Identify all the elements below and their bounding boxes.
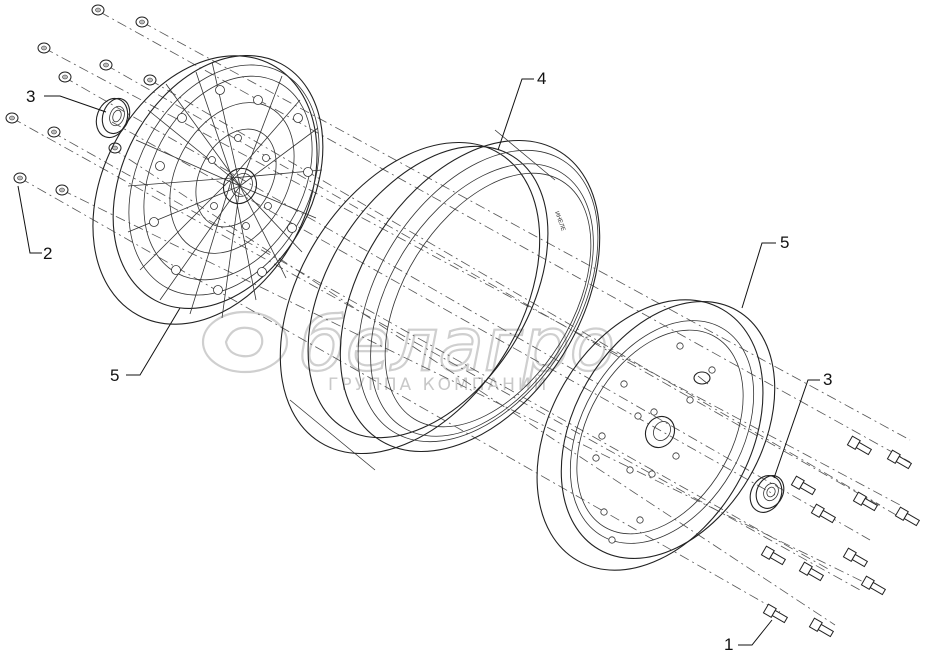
nut-icon bbox=[5, 112, 19, 124]
bolt-icon bbox=[894, 506, 921, 527]
bolt-icon bbox=[846, 435, 873, 456]
rim-band: ИНЕЛЕ bbox=[279, 129, 601, 471]
watermark-logo-mark bbox=[224, 326, 264, 358]
watermark-tagline: ГРУППА КОМПАНИЙ bbox=[328, 373, 549, 395]
assembly-axes bbox=[11, 11, 911, 626]
nut-icon bbox=[91, 4, 105, 16]
watermark-brand: белагро bbox=[300, 302, 615, 388]
nut-icon bbox=[99, 59, 113, 71]
leader-part1 bbox=[738, 619, 773, 646]
bolt-icon bbox=[760, 545, 787, 566]
wheel-disc-right bbox=[536, 299, 776, 571]
callout-part4: 4 bbox=[537, 69, 546, 88]
bolt-icon bbox=[842, 547, 869, 568]
callout-part5-right: 5 bbox=[780, 233, 789, 252]
leader-part3-right bbox=[773, 379, 820, 479]
bearing-left bbox=[95, 97, 131, 139]
bolt-icon bbox=[860, 575, 887, 596]
nut-icon bbox=[13, 172, 27, 184]
watermark-logo-ring bbox=[201, 310, 289, 374]
wheel-disc-left bbox=[92, 55, 324, 325]
nut-icon bbox=[58, 71, 72, 83]
disc-holes bbox=[592, 342, 716, 544]
callout-part3-right: 3 bbox=[823, 370, 832, 389]
leader-part5-left bbox=[126, 307, 181, 376]
nut-icon bbox=[47, 126, 61, 138]
bearing-right bbox=[749, 475, 785, 513]
bolt-icon bbox=[886, 449, 913, 470]
bolt-icon bbox=[808, 617, 835, 638]
disc-ribs bbox=[127, 61, 323, 319]
nut-icon bbox=[55, 184, 69, 196]
leader-part3-left bbox=[44, 95, 107, 113]
callout-part3-left: 3 bbox=[26, 87, 35, 106]
nut-icon bbox=[135, 16, 149, 28]
bolt-icon bbox=[762, 603, 789, 624]
bolt-icon bbox=[798, 561, 825, 582]
leader-part2 bbox=[17, 185, 42, 254]
bolts-group bbox=[760, 435, 921, 638]
valve-icon bbox=[693, 371, 711, 385]
callout-labels: 3 2 5 4 5 3 1 bbox=[26, 69, 832, 654]
bolt-icon bbox=[852, 491, 879, 512]
callout-part1: 1 bbox=[724, 635, 733, 654]
bolt-icon bbox=[810, 503, 837, 524]
rim-marking: ИНЕЛЕ bbox=[553, 211, 566, 232]
leader-part5-right bbox=[741, 242, 776, 309]
callout-part5-left: 5 bbox=[110, 366, 119, 385]
nuts-group bbox=[5, 4, 157, 196]
watermark: белагро ГРУППА КОМПАНИЙ bbox=[201, 301, 616, 395]
bolt-icon bbox=[790, 475, 817, 496]
nut-icon bbox=[37, 42, 51, 54]
disc-bosses bbox=[149, 85, 313, 295]
leader-part4 bbox=[497, 78, 534, 151]
callout-part2: 2 bbox=[43, 244, 52, 263]
nut-icon bbox=[143, 74, 157, 86]
leader-lines bbox=[17, 78, 820, 646]
